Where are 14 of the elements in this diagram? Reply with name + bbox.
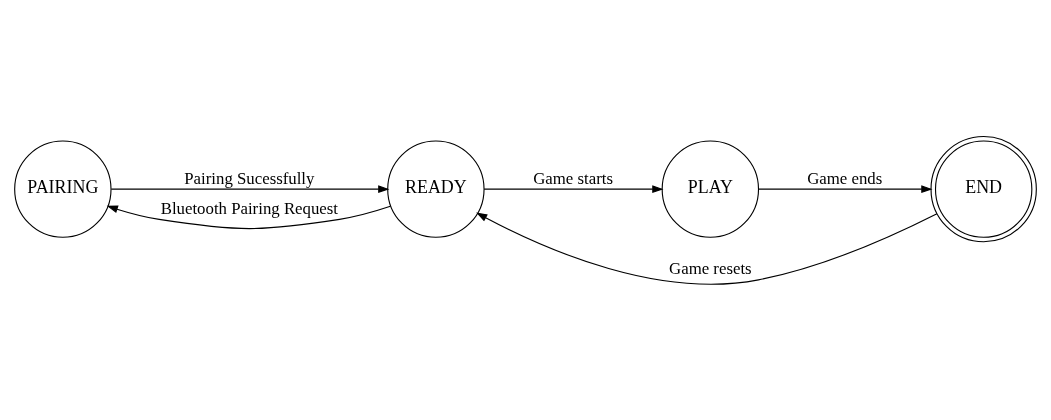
node-circle: END — [930, 135, 1037, 242]
arrow — [483, 184, 664, 193]
arrow — [106, 205, 391, 229]
node-circle: PAIRING — [14, 139, 112, 238]
edge-label: Pairing Sucessfully — [184, 168, 315, 188]
edge-label: Bluetooth Pairing Request — [160, 198, 339, 218]
edge-label: Game starts — [533, 168, 613, 188]
arrow — [476, 212, 938, 285]
edge-label: Game resets — [669, 258, 752, 278]
edge-label: Game ends — [807, 168, 883, 188]
node-circle: PLAY — [661, 139, 760, 238]
arrow — [110, 184, 390, 193]
node-circle: READY — [387, 139, 485, 238]
arrow — [758, 184, 933, 193]
